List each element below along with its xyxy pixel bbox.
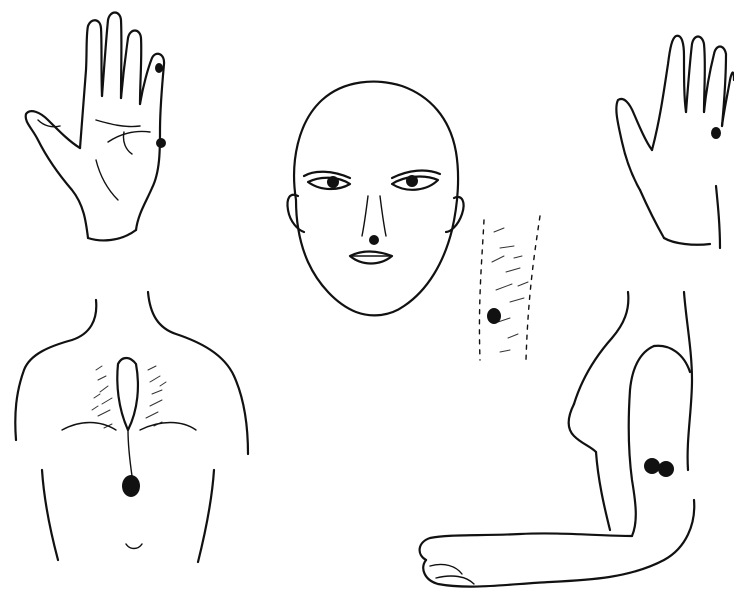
marker-finger-tip <box>155 63 163 73</box>
markers <box>122 63 721 497</box>
side-torso-arm <box>420 292 695 587</box>
torso-front <box>15 292 248 562</box>
marker-back-hand <box>711 127 721 139</box>
left-hand-palm <box>26 13 164 241</box>
marker-knee <box>487 308 501 324</box>
marker-nose <box>369 235 379 245</box>
face <box>287 82 463 316</box>
knee-patch <box>479 216 540 360</box>
marker-iris-right <box>406 175 418 187</box>
marker-palm-side <box>156 138 166 148</box>
right-hand-back <box>616 36 734 248</box>
marker-navel <box>122 475 140 497</box>
marker-iris-left <box>327 176 339 188</box>
marker-arm-b <box>658 461 674 477</box>
marker-arm-a <box>644 458 660 474</box>
